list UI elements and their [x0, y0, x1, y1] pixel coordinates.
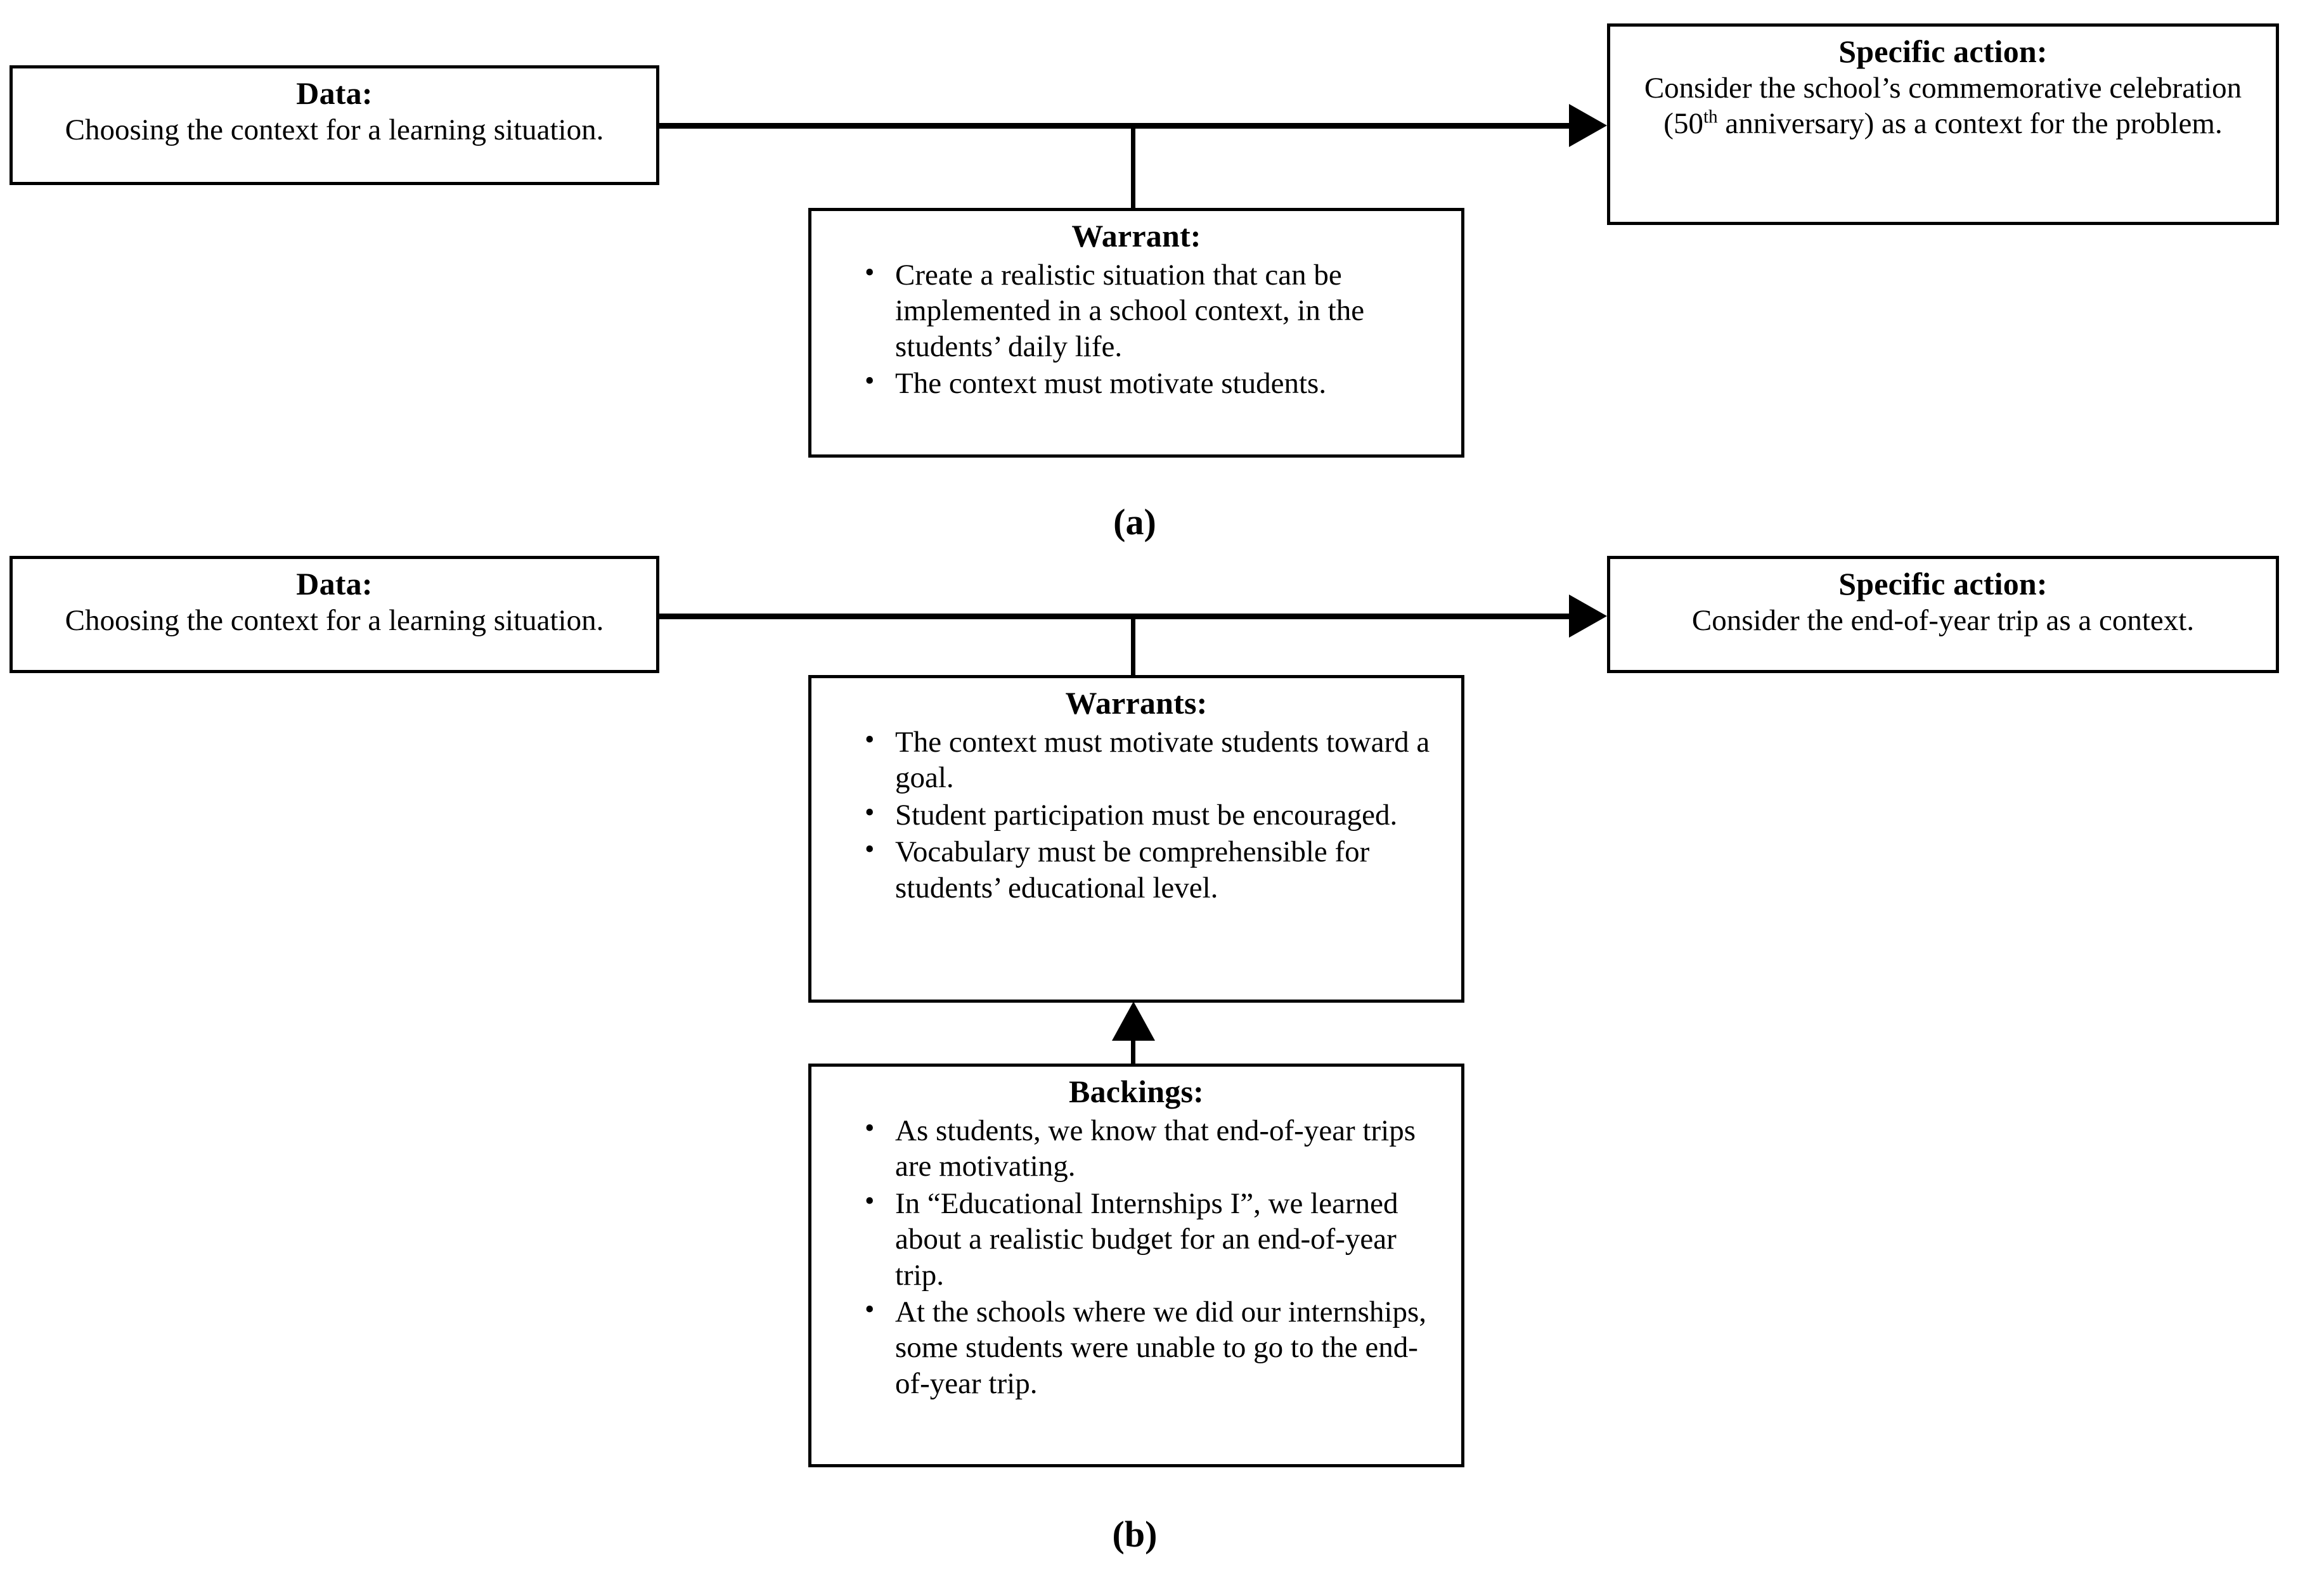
panel-label-b: (b): [1112, 1514, 1158, 1555]
panel-a-specific-action-text-part2: anniversary) as a context for the proble…: [1717, 107, 2223, 141]
list-item: At the schools where we did our internsh…: [865, 1293, 1452, 1401]
list-item: Student participation must be encouraged…: [865, 796, 1452, 833]
panel-a-arrowhead-right: [1569, 104, 1607, 147]
list-item: The context must motivate students towar…: [865, 723, 1452, 796]
panel-b-backings-box: Backings: As students, we know that end-…: [808, 1064, 1464, 1467]
panel-b-specific-action-text: Consider the end-of-year trip as a conte…: [1691, 604, 2195, 637]
panel-b-connector-vertical: [1131, 614, 1135, 677]
list-item: Create a realistic situation that can be…: [865, 256, 1452, 364]
panel-b-arrowhead-up: [1112, 1001, 1155, 1041]
panel-b-warrants-box: Warrants: The context must motivate stud…: [808, 675, 1464, 1003]
panel-b-data-box: Data: Choosing the context for a learnin…: [10, 556, 659, 673]
panel-a-specific-action-superscript: th: [1703, 106, 1718, 127]
panel-b-backings-bullet-list: As students, we know that end-of-year tr…: [820, 1112, 1452, 1401]
list-item: The context must motivate students.: [865, 364, 1452, 401]
panel-b-backings-title: Backings:: [1069, 1074, 1204, 1109]
panel-b-data-text: Choosing the context for a learning situ…: [65, 604, 604, 637]
panel-b-data-title: Data:: [296, 566, 373, 601]
panel-a-warrant-title: Warrant:: [1071, 218, 1201, 254]
panel-b-specific-action-title: Specific action:: [1838, 566, 2048, 601]
panel-a-specific-action-text: Consider the school’s commemorative cele…: [1619, 70, 2267, 142]
panel-b-warrants-bullet-list: The context must motivate students towar…: [820, 723, 1452, 906]
panel-label-a: (a): [1113, 501, 1156, 543]
panel-a-data-text: Choosing the context for a learning situ…: [65, 113, 604, 146]
panel-a-warrant-box: Warrant: Create a realistic situation th…: [808, 208, 1464, 458]
panel-a-data-title: Data:: [296, 75, 373, 111]
panel-b-specific-action-box: Specific action: Consider the end-of-yea…: [1607, 556, 2279, 673]
panel-b-arrowhead-right: [1569, 595, 1607, 638]
list-item: Vocabulary must be comprehensible for st…: [865, 833, 1452, 906]
panel-a-specific-action-box: Specific action: Consider the school’s c…: [1607, 23, 2279, 225]
panel-a-data-box: Data: Choosing the context for a learnin…: [10, 65, 659, 185]
panel-a-connector-horizontal: [659, 123, 1572, 129]
list-item: As students, we know that end-of-year tr…: [865, 1112, 1452, 1185]
panel-b-backing-connector-vertical: [1131, 1022, 1135, 1066]
panel-a-connector-vertical: [1131, 123, 1135, 210]
panel-b-connector-horizontal: [659, 614, 1572, 619]
panel-a-warrant-bullet-list: Create a realistic situation that can be…: [820, 256, 1452, 402]
list-item: In “Educational Internships I”, we learn…: [865, 1185, 1452, 1293]
panel-a-specific-action-text-part1: Consider the school’s commemorative cele…: [1644, 72, 2242, 141]
panel-a-specific-action-title: Specific action:: [1838, 34, 2048, 69]
panel-b-warrants-title: Warrants:: [1065, 685, 1208, 721]
